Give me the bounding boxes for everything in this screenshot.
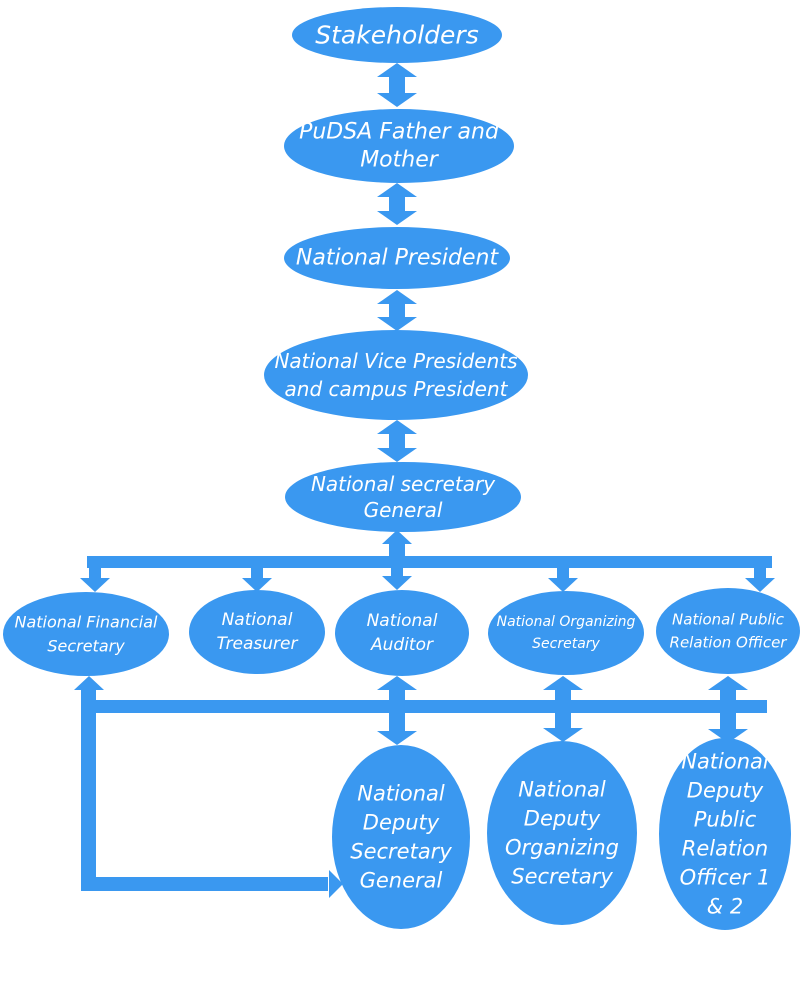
- node-public-relation-officer-label-line-1: National Public: [672, 611, 785, 629]
- drop-head-1: [242, 578, 272, 592]
- node-deputy-organizing-secretary-label-line-1: National: [518, 778, 606, 802]
- bottom-horizontal: [81, 877, 328, 891]
- node-deputy-secretary-general-label-line-2: Deputy: [363, 811, 440, 835]
- left-vertical: [81, 690, 96, 886]
- arrow-president-vicepresidents-shaft: [389, 304, 405, 317]
- node-national-president: National President: [284, 227, 510, 289]
- node-vice-presidents-label-line-2: and campus President: [285, 377, 509, 401]
- drop-1: [251, 564, 263, 578]
- node-auditor-shape: [335, 590, 469, 676]
- node-organizing-secretary-label-line-2: Secretary: [532, 636, 600, 652]
- node-financial-secretary-shape: [3, 592, 169, 676]
- node-stakeholders: Stakeholders: [292, 7, 502, 63]
- arrow-stakeholders-pudsa-shaft: [389, 77, 405, 93]
- node-auditor-label-line-1: National: [367, 611, 438, 631]
- drop-0: [89, 564, 101, 578]
- node-deputy-organizing-secretary-label-line-2: Deputy: [524, 807, 601, 831]
- connectors: [74, 63, 775, 898]
- node-pudsa-father-mother-label-line-1: PuDSA Father and: [299, 120, 500, 145]
- node-treasurer-label-line-1: National: [222, 610, 293, 630]
- node-organizing-secretary-label-line-1: National Organizing: [497, 614, 636, 630]
- node-deputy-public-relation-officer-label-line-3: Public: [694, 808, 757, 832]
- arrow-pro-deputypro-up-head: [708, 676, 748, 690]
- arrow-to-deputy-secgen: [329, 870, 343, 898]
- arrow-pro-deputypro-shaft: [720, 690, 736, 729]
- drop-head-4: [745, 578, 775, 592]
- node-deputy-organizing-secretary-label-line-4: Secretary: [511, 865, 613, 889]
- drop-4: [754, 564, 766, 578]
- node-deputy-secretary-general-label-line-4: General: [360, 869, 443, 893]
- drop-head-0: [80, 578, 110, 592]
- arrow-vicepresidents-secgen-down-head: [377, 448, 417, 462]
- node-national-president-shape: [284, 227, 510, 289]
- arrow-stakeholders-pudsa-down-head: [377, 93, 417, 107]
- node-national-president-label-line-1: National President: [296, 246, 500, 271]
- node-treasurer-label-line-2: Treasurer: [217, 634, 299, 654]
- arrow-president-vicepresidents-up-head: [377, 290, 417, 304]
- node-public-relation-officer-shape: [656, 588, 800, 674]
- node-stakeholders-label-line-1: Stakeholders: [315, 21, 479, 50]
- node-deputy-public-relation-officer-label-line-2: Deputy: [687, 779, 764, 803]
- node-deputy-organizing-secretary-shape: [487, 741, 637, 925]
- node-financial-secretary-label-line-2: Secretary: [47, 637, 125, 656]
- node-pudsa-father-mother-label-line-2: Mother: [360, 148, 440, 173]
- arrow-president-vicepresidents-down-head: [377, 317, 417, 331]
- arrow-auditor-deputysecgen-down-head: [377, 731, 417, 745]
- node-secretary-general-label-line-2: General: [364, 498, 443, 522]
- arrow-stakeholders-pudsa-up-head: [377, 63, 417, 77]
- drop-head-3: [548, 578, 578, 592]
- arrow-pudsa-president-shaft: [389, 197, 405, 211]
- node-vice-presidents-shape: [264, 330, 528, 420]
- drop-3: [557, 564, 569, 578]
- arrow-pudsa-president-up-head: [377, 183, 417, 197]
- node-pudsa-father-mother-shape: [284, 109, 514, 183]
- arrow-auditor-deputysecgen-up-head: [377, 676, 417, 690]
- horizontal-bus-bottom: [87, 700, 767, 713]
- arrow-organizing-deputyorganizing-shaft: [555, 690, 571, 728]
- arrow-up-to-secgen: [382, 530, 412, 544]
- node-deputy-secretary-general-label-line-3: Secretary: [350, 840, 452, 864]
- arrow-organizing-deputyorganizing-up-head: [543, 676, 583, 690]
- node-auditor-label-line-2: Auditor: [370, 635, 434, 655]
- node-stakeholders-shape: [292, 7, 502, 63]
- arrow-pudsa-president-down-head: [377, 211, 417, 225]
- node-deputy-public-relation-officer-shape: [659, 738, 791, 930]
- arrow-auditor-deputysecgen-shaft: [389, 690, 405, 731]
- node-deputy-public-relation-officer-label-line-1: National: [681, 750, 769, 774]
- drop-head-2: [382, 576, 412, 590]
- node-deputy-public-relation-officer-label-line-6: & 2: [707, 895, 743, 919]
- node-deputy-secretary-general-label-line-1: National: [357, 782, 445, 806]
- node-vice-presidents-label-line-1: National Vice Presidents: [274, 349, 517, 373]
- arrow-pro-deputypro-down-head: [708, 729, 748, 743]
- node-secretary-general-shape: [285, 462, 521, 532]
- node-financial-secretary-label-line-1: National Financial: [15, 613, 159, 632]
- drop-2: [391, 564, 403, 576]
- node-deputy-public-relation-officer-label-line-4: Relation: [682, 837, 768, 861]
- arrow-vicepresidents-secgen-shaft: [389, 434, 405, 448]
- arrow-vicepresidents-secgen-up-head: [377, 420, 417, 434]
- node-secretary-general-label-line-1: National secretary: [311, 472, 496, 496]
- node-deputy-secretary-general-shape: [332, 745, 470, 929]
- node-vice-presidents: National Vice Presidents and campus Presi…: [264, 330, 528, 420]
- arrow-up-financial: [74, 676, 104, 690]
- node-organizing-secretary-shape: [488, 591, 644, 675]
- node-treasurer-shape: [189, 590, 325, 674]
- node-deputy-organizing-secretary-label-line-3: Organizing: [505, 836, 619, 860]
- node-deputy-public-relation-officer-label-line-5: Officer 1: [680, 866, 771, 890]
- horizontal-bus-top: [87, 556, 772, 568]
- arrow-organizing-deputyorganizing-down-head: [543, 728, 583, 742]
- node-public-relation-officer-label-line-2: Relation Officer: [670, 634, 788, 652]
